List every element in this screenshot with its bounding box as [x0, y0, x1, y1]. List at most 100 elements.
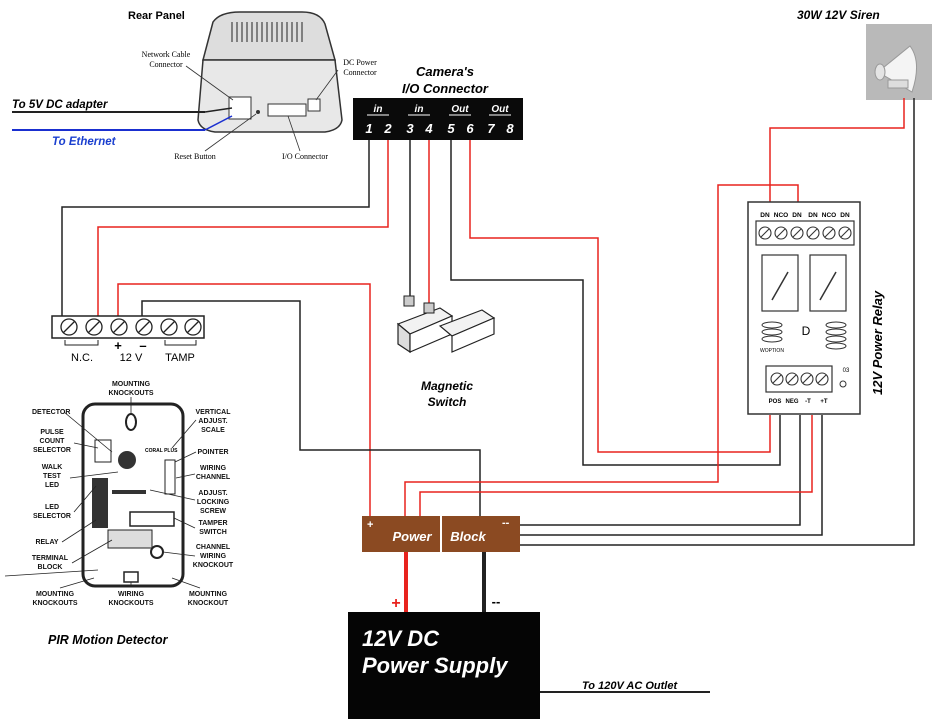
camera-rear-face: [197, 59, 343, 133]
pir-callout: KNOCKOUT: [193, 562, 234, 569]
io-pin-label: 6: [466, 121, 474, 136]
relay-top-terminal-label: NCO: [822, 212, 836, 219]
pir-callout: LOCKING: [197, 499, 230, 506]
relay-bottom-terminal-label: +T: [820, 399, 828, 405]
power-supply: + -- 12V DC Power Supply To 120V AC Outl…: [348, 594, 678, 719]
power-relay: DN NCO DN DN NCO DN WOPTION D: [747, 201, 885, 415]
pir-callout: SELECTOR: [33, 513, 71, 520]
camera-vents: [231, 22, 303, 42]
terminal-label-tamp: TAMP: [165, 352, 195, 364]
pir-callout: SWITCH: [199, 529, 227, 536]
pir-callout: MOUNTING: [36, 591, 75, 598]
black-wire: [141, 300, 481, 525]
black-wire: [520, 98, 915, 546]
relay-top-terminal-label: NCO: [774, 212, 788, 219]
pir-terminal-block: + – N.C. 12 V TAMP: [51, 315, 205, 364]
relay-title: 12V Power Relay: [870, 290, 885, 395]
red-wire: [419, 415, 813, 525]
black-wire: [61, 140, 370, 316]
relay-top-terminal-label: DN: [840, 212, 850, 219]
io-pin-label: 3: [406, 121, 414, 136]
relay-top-terminal-label: DN: [808, 212, 818, 219]
power-block-label-left: Power: [392, 529, 432, 544]
pir-callout: RELAY: [35, 539, 58, 546]
pir-callout: KNOCKOUTS: [108, 600, 153, 607]
power-block-plus: +: [367, 519, 373, 531]
io-pin-label: 7: [487, 121, 495, 136]
pir-callout: DETECTOR: [32, 409, 70, 416]
camera-io-connector: Camera's I/O Connector in in Out Out 1 2…: [353, 64, 523, 140]
red-wire: [404, 184, 799, 525]
pir-callout: ADJUST.: [198, 418, 227, 425]
svg-text:D: D: [802, 324, 811, 338]
pir-callout: PULSE: [40, 429, 64, 436]
io-group-label: in: [415, 104, 424, 115]
power-block-right: [442, 516, 520, 552]
network-cable-connector-label-2: Connector: [149, 60, 183, 69]
pir-callout: ADJUST.: [198, 490, 227, 497]
io-port: [267, 103, 307, 117]
siren: 30W 12V Siren: [797, 8, 932, 100]
relay-side-mark: 03: [843, 368, 850, 374]
pir-callout: VERTICAL: [196, 409, 232, 416]
io-pin-label: 4: [424, 121, 433, 136]
pir-callout: MOUNTING: [112, 381, 151, 388]
magnetic-switch: Magnetic Switch: [396, 295, 496, 409]
io-pin-label: 1: [365, 121, 372, 136]
black-wire: [520, 415, 801, 526]
dc-power-connector-label-1: DC Power: [343, 58, 377, 67]
pir-callout: COUNT: [40, 438, 66, 445]
power-block-minus: --: [502, 517, 510, 529]
pir-callout: CHANNEL: [196, 474, 231, 481]
terminal-label-nc: N.C.: [71, 352, 93, 364]
io-group-label: Out: [451, 104, 469, 115]
io-pin-label: 8: [506, 121, 514, 136]
pir-callout: BLOCK: [38, 564, 63, 571]
pir-callout: TERMINAL: [32, 555, 69, 562]
pir-callout: TEST: [43, 473, 62, 480]
io-connector-title-2: I/O Connector: [402, 81, 489, 96]
pir-callout: WIRING: [118, 591, 145, 598]
dc-power-connector-label-2: Connector: [343, 68, 377, 77]
dc-port: [307, 98, 321, 112]
pir-motion-detector: CORAL PLUS MOUNTING KNOCKOUTS DETECTOR P…: [4, 381, 234, 647]
pir-callout: MOUNTING: [189, 591, 228, 598]
power-supply-title-2: Power Supply: [362, 653, 509, 678]
terminal-label-12v: 12 V: [120, 352, 143, 364]
black-wire: [450, 140, 781, 466]
black-wire: [520, 415, 823, 536]
power-block-left: [362, 516, 440, 552]
camera-top-body: [202, 11, 336, 61]
rear-panel-title: Rear Panel: [128, 10, 185, 22]
pir-callout: LED: [45, 504, 59, 511]
pir-callout: SCALE: [201, 427, 225, 434]
to-ethernet-label: To Ethernet: [52, 136, 117, 148]
io-pin-label: 5: [447, 121, 455, 136]
supply-plus-label: +: [391, 595, 400, 612]
to-5v-dc-adapter-label: To 5V DC adapter: [12, 99, 108, 111]
io-group-label: in: [374, 104, 383, 115]
magnetic-switch-title-2: Switch: [428, 395, 467, 409]
io-connector-label: I/O Connector: [282, 152, 328, 161]
network-port: [228, 96, 252, 120]
red-wire: [97, 140, 389, 316]
power-supply-title-1: 12V DC: [362, 626, 440, 651]
io-connector-block: [353, 98, 523, 140]
pir-callout: WIRING: [200, 465, 227, 472]
pir-callout: KNOCKOUTS: [108, 390, 153, 397]
relay-top-terminal-label: DN: [792, 212, 802, 219]
pir-callout: SCREW: [200, 508, 226, 515]
pir-callout: TAMPER: [198, 520, 227, 527]
power-supply-box: [348, 612, 540, 719]
terminal-plus: +: [114, 338, 122, 353]
to-ac-outlet-label: To 120V AC Outlet: [582, 680, 678, 692]
red-wire: [469, 140, 771, 453]
reset-button-dot: [256, 110, 260, 114]
pir-title: PIR Motion Detector: [48, 633, 169, 647]
supply-minus-label: --: [492, 594, 501, 609]
pir-callout: CHANNEL: [196, 544, 231, 551]
red-wire: [769, 98, 905, 206]
io-connector-title-1: Camera's: [416, 64, 474, 79]
relay-bottom-terminal-label: -T: [805, 399, 811, 405]
